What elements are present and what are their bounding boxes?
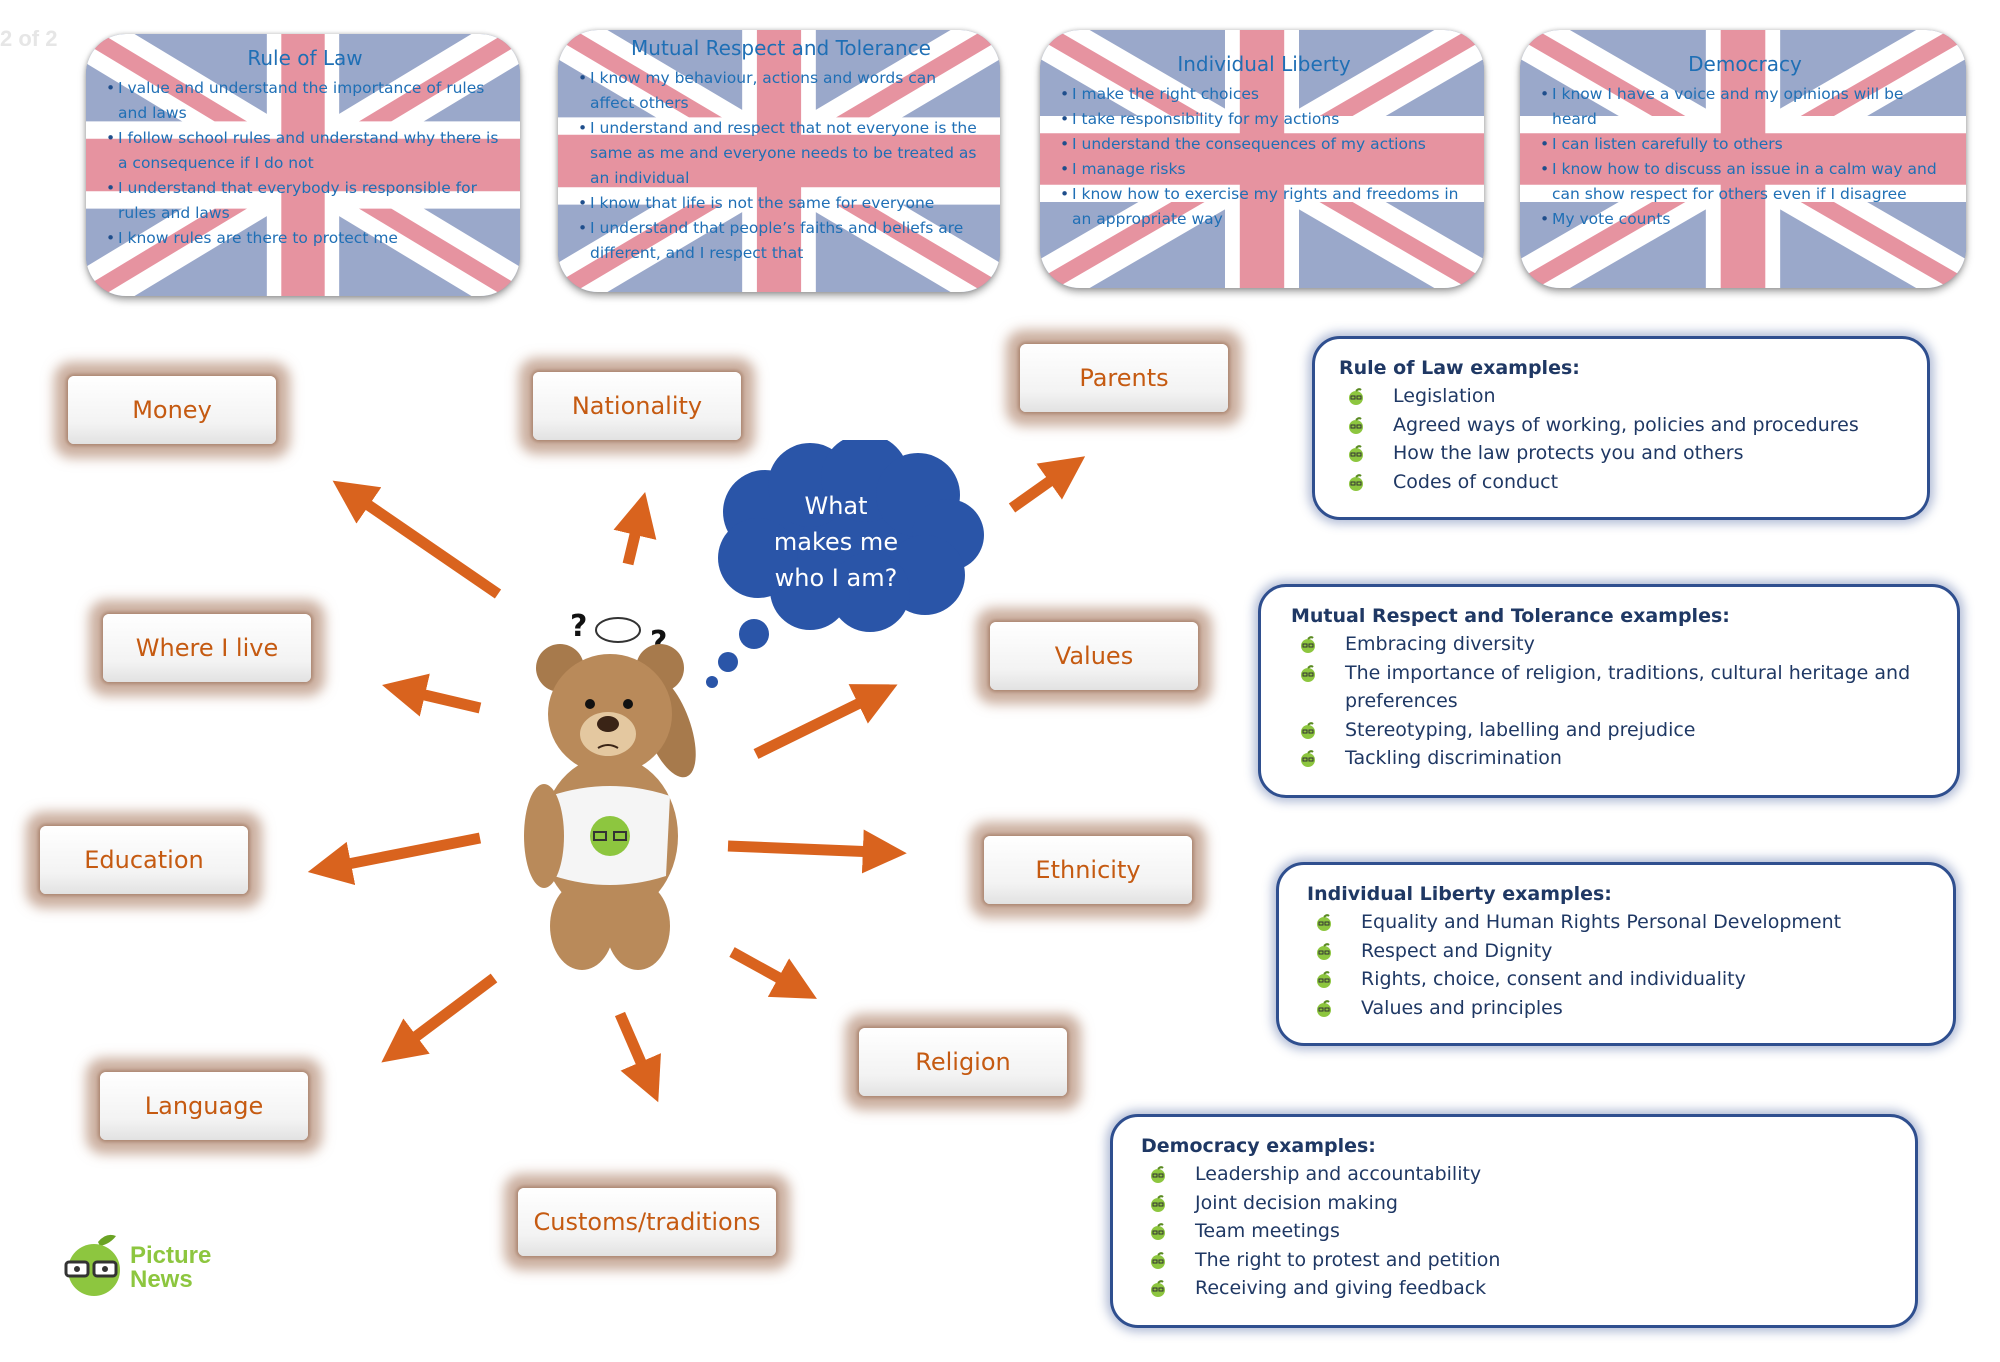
picture-news-apple-icon: [64, 1234, 120, 1296]
examples-item: Leadership and accountability: [1150, 1160, 1895, 1189]
arrow-to-ethnicity: [727, 829, 907, 874]
flag-card-item: I understand the consequences of my acti…: [1060, 132, 1468, 157]
flag-card-mutual-respect: Mutual Respect and Tolerance I know my b…: [558, 30, 1000, 292]
examples-item: Rights, choice, consent and individualit…: [1316, 965, 1933, 994]
arrow-to-parents: [1008, 456, 1086, 513]
topic-language: Language: [100, 1072, 308, 1140]
arrow-to-nationality: [613, 492, 657, 566]
apple-bullet-icon: [1316, 942, 1332, 961]
examples-item: Embracing diversity: [1300, 630, 1937, 659]
apple-bullet-icon: [1150, 1194, 1166, 1213]
apple-bullet-icon: [1150, 1223, 1166, 1241]
flag-card-title: Rule of Law: [247, 46, 363, 70]
examples-rule-of-law: Rule of Law examples: Legislation Agreed…: [1312, 336, 1930, 520]
flag-card-item: I understand that people’s faiths and be…: [578, 216, 984, 266]
flag-card-item: I know that life is not the same for eve…: [578, 191, 984, 216]
flag-card-item: I make the right choices: [1060, 82, 1468, 107]
examples-item: Agreed ways of working, policies and pro…: [1348, 411, 1907, 440]
flag-card-item: I understand that everybody is responsib…: [106, 176, 504, 226]
topic-customs-traditions: Customs/traditions: [518, 1188, 776, 1256]
examples-item: Codes of conduct: [1348, 468, 1907, 497]
examples-individual-liberty: Individual Liberty examples: Equality an…: [1276, 862, 1956, 1046]
flag-card-item: I follow school rules and understand why…: [106, 126, 504, 176]
flag-card-item: I know how to discuss an issue in a calm…: [1540, 157, 1950, 207]
arrow-to-money: [332, 480, 502, 599]
examples-item: Receiving and giving feedback: [1150, 1274, 1895, 1303]
thought-cloud-text: What makes me who I am?: [773, 492, 899, 592]
picture-news-logo: Picture News: [130, 1242, 212, 1293]
apple-bullet-icon: [1316, 971, 1332, 989]
flag-card-item: I understand and respect that not everyo…: [578, 116, 984, 191]
examples-item: Legislation: [1348, 382, 1907, 411]
apple-bullet-icon: [1150, 1280, 1166, 1298]
svg-text:?: ?: [570, 609, 587, 644]
examples-title: Mutual Respect and Tolerance examples:: [1291, 605, 1730, 627]
apple-bullet-icon: [1348, 388, 1364, 406]
thinking-teddy-bear: ? ?: [524, 609, 696, 970]
flag-card-title: Democracy: [1688, 52, 1802, 76]
arrow-to-customs: [614, 1011, 661, 1103]
examples-item: The importance of religion, traditions, …: [1300, 659, 1937, 716]
flag-card-democracy: Democracy I know I have a voice and my o…: [1520, 30, 1966, 288]
apple-bullet-icon: [1348, 445, 1364, 463]
flag-card-item: I manage risks: [1060, 157, 1468, 182]
examples-item: Tackling discrimination: [1300, 744, 1937, 773]
examples-item: Equality and Human Rights Personal Devel…: [1316, 908, 1933, 937]
arrow-to-where-i-live: [382, 673, 482, 717]
apple-bullet-icon: [1150, 1251, 1166, 1270]
arrow-to-values: [753, 684, 898, 759]
flag-card-item: I know I have a voice and my opinions wi…: [1540, 82, 1950, 132]
flag-card-item: I know my behaviour, actions and words c…: [578, 66, 984, 116]
flag-card-title: Individual Liberty: [1177, 52, 1351, 76]
apple-bullet-icon: [1150, 1166, 1166, 1184]
topic-parents: Parents: [1020, 344, 1228, 412]
flag-card-individual-liberty: Individual Liberty I make the right choi…: [1040, 30, 1484, 288]
apple-bullet-icon: [1300, 721, 1316, 740]
examples-title: Individual Liberty examples:: [1307, 883, 1612, 905]
arrow-to-language: [381, 973, 498, 1063]
apple-bullet-icon: [1348, 473, 1364, 492]
examples-mutual-respect: Mutual Respect and Tolerance examples: E…: [1258, 584, 1960, 798]
flag-card-rule-of-law: Rule of Law I value and understand the i…: [86, 34, 520, 296]
flag-card-item: I take responsibility for my actions: [1060, 107, 1468, 132]
flag-card-item: My vote counts: [1540, 207, 1950, 232]
apple-bullet-icon: [1300, 750, 1316, 768]
flag-card-item: I know rules are there to protect me: [106, 226, 504, 251]
topic-money: Money: [68, 376, 276, 444]
thought-bubble-small: [706, 676, 718, 688]
examples-title: Democracy examples:: [1141, 1135, 1376, 1157]
topic-where-i-live: Where I live: [103, 614, 311, 682]
thought-bubble-medium: [718, 652, 738, 672]
flag-card-item: I value and understand the importance of…: [106, 76, 504, 126]
apple-bullet-icon: [1348, 416, 1364, 435]
examples-item: Values and principles: [1316, 994, 1933, 1023]
examples-title: Rule of Law examples:: [1339, 357, 1580, 379]
topic-ethnicity: Ethnicity: [984, 836, 1192, 904]
examples-item: The right to protest and petition: [1150, 1246, 1895, 1275]
topic-education: Education: [40, 826, 248, 894]
page-number: 2 of 2: [0, 26, 58, 51]
flag-card-title: Mutual Respect and Tolerance: [631, 36, 931, 60]
examples-item: Respect and Dignity: [1316, 937, 1933, 966]
topic-nationality: Nationality: [533, 372, 741, 440]
apple-bullet-icon: [1300, 636, 1316, 654]
thought-bubble-large: [739, 619, 769, 649]
apple-bullet-icon: [1300, 664, 1316, 683]
flag-card-item: I can listen carefully to others: [1540, 132, 1950, 157]
examples-item: How the law protects you and others: [1348, 439, 1907, 468]
examples-item: Stereotyping, labelling and prejudice: [1300, 716, 1937, 745]
examples-item: Team meetings: [1150, 1217, 1895, 1246]
arrow-to-religion: [729, 947, 817, 999]
examples-democracy: Democracy examples: Leadership and accou…: [1110, 1114, 1918, 1328]
flag-card-item: I know how to exercise my rights and fre…: [1060, 182, 1468, 232]
arrow-to-education: [307, 832, 482, 886]
examples-item: Joint decision making: [1150, 1189, 1895, 1218]
apple-bullet-icon: [1316, 914, 1332, 932]
apple-bullet-icon: [1316, 999, 1332, 1018]
topic-religion: Religion: [859, 1028, 1067, 1096]
topic-values: Values: [990, 622, 1198, 690]
thought-cloud: [706, 440, 984, 688]
